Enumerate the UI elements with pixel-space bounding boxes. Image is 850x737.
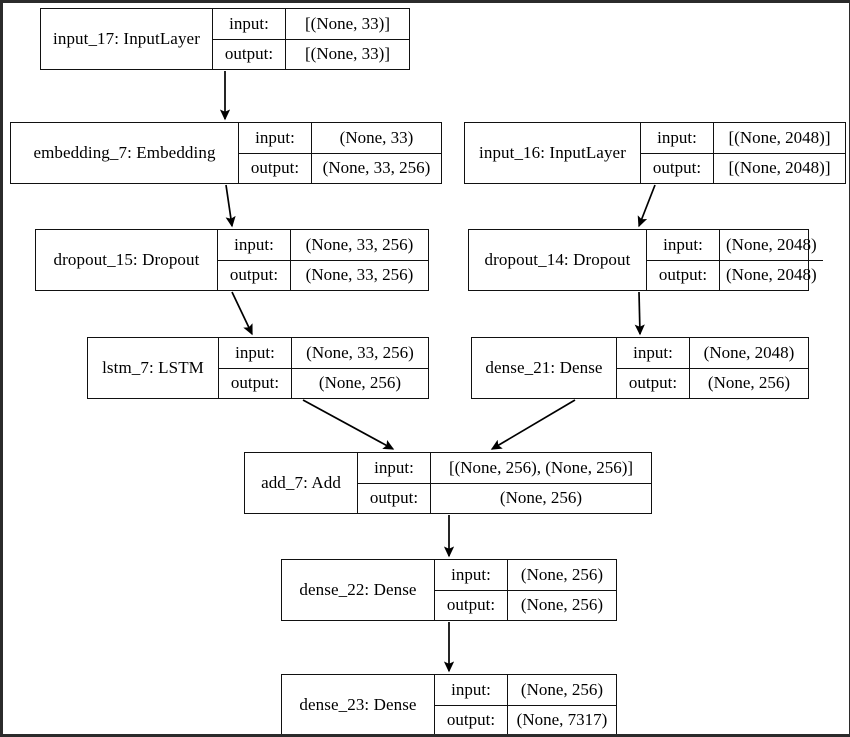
input-shape-value: (None, 256): [520, 679, 604, 699]
layer-node-io: input: (None, 2048) output: (None, 2048): [647, 230, 823, 290]
layer-node-io: input: [(None, 2048)] output: [(None, 2048)…: [641, 123, 845, 183]
layer-node-input-row: input: (None, 256): [435, 675, 616, 706]
input-label: input:: [218, 230, 291, 260]
output-shape-value: [(None, 33)]: [305, 44, 390, 64]
input-label: input:: [617, 338, 690, 368]
layer-node-label: input_17: InputLayer: [41, 9, 213, 69]
layer-node-output-row: output: (None, 256): [617, 368, 808, 398]
layer-node-label: dense_23: Dense: [282, 675, 435, 734]
output-shape-value: (None, 256): [318, 373, 402, 393]
layer-node-output-row: output: (None, 256): [435, 590, 616, 620]
output-label: output:: [219, 368, 292, 398]
input-shape-value: (None, 2048): [703, 342, 795, 362]
input-label: input:: [647, 230, 720, 260]
layer-node-io: input: (None, 33, 256) output: (None, 33, 2…: [218, 230, 428, 290]
layer-node-input-row: input: [(None, 33)]: [213, 9, 409, 40]
layer-node-label: dense_21: Dense: [472, 338, 617, 398]
layer-node-input-row: input: (None, 33, 256): [218, 230, 428, 261]
layer-node-label: embedding_7: Embedding: [11, 123, 239, 183]
input-label: input:: [239, 123, 312, 153]
edge-dropout_15-to-lstm_7: [231, 291, 253, 336]
input-shape-value: [(None, 2048)]: [728, 127, 831, 147]
output-shape-value: (None, 256): [707, 373, 791, 393]
layer-node-input-row: input: [(None, 2048)]: [641, 123, 845, 154]
output-shape-value: (None, 256): [499, 488, 583, 508]
layer-node-input-row: input: [(None, 256), (None, 256)]: [358, 453, 651, 484]
layer-node-output-row: output: (None, 2048): [647, 260, 823, 290]
output-label: output:: [213, 39, 286, 69]
output-shape-value: (None, 33, 256): [305, 265, 414, 285]
layer-node-output-row: output: (None, 33, 256): [218, 260, 428, 290]
output-label: output:: [239, 153, 312, 183]
input-label: input:: [219, 338, 292, 368]
output-shape-value: (None, 7317): [516, 710, 608, 730]
layer-node-output-row: output: (None, 256): [358, 483, 651, 513]
edge-dropout_14-to-dense_21: [634, 291, 645, 336]
output-label: output:: [435, 705, 508, 734]
output-shape-value: (None, 2048): [726, 265, 817, 285]
layer-node-input-row: input: (None, 256): [435, 560, 616, 591]
layer-node-io: input: [(None, 33)] output: [(None, 33)]: [213, 9, 409, 69]
input-shape-value: [(None, 256), (None, 256)]: [448, 457, 634, 477]
input-label: input:: [435, 560, 508, 590]
output-label: output:: [641, 153, 714, 183]
layer-node-input-row: input: (None, 2048): [617, 338, 808, 369]
edge-input_16-to-dropout_14: [637, 184, 656, 228]
layer-node-io: input: (None, 33) output: (None, 33, 256): [239, 123, 441, 183]
output-label: output:: [435, 590, 508, 620]
layer-node-output-row: output: (None, 256): [219, 368, 428, 398]
edge-embedding_7-to-dropout_15: [225, 184, 236, 228]
layer-node-label: dense_22: Dense: [282, 560, 435, 620]
layer-node-input-row: input: (None, 33): [239, 123, 441, 154]
input-shape-value: (None, 256): [520, 564, 604, 584]
layer-node-label: dropout_15: Dropout: [36, 230, 218, 290]
output-shape-value: [(None, 2048)]: [728, 158, 831, 178]
layer-node-io: input: (None, 256) output: (None, 256): [435, 560, 616, 620]
layer-node-label: add_7: Add: [245, 453, 358, 513]
input-label: input:: [358, 453, 431, 483]
layer-node-label: dropout_14: Dropout: [469, 230, 647, 290]
layer-node-output-row: output: (None, 33, 256): [239, 153, 441, 183]
output-label: output:: [617, 368, 690, 398]
layer-node-io: input: (None, 256) output: (None, 7317): [435, 675, 616, 734]
input-label: input:: [641, 123, 714, 153]
layer-node-output-row: output: (None, 7317): [435, 705, 616, 734]
layer-node-output-row: output: [(None, 33)]: [213, 39, 409, 69]
layer-node-input-row: input: (None, 33, 256): [219, 338, 428, 369]
layer-node-io: input: (None, 33, 256) output: (None, 256): [219, 338, 428, 398]
output-shape-value: (None, 256): [520, 595, 604, 615]
output-label: output:: [358, 483, 431, 513]
input-shape-value: (None, 33, 256): [306, 342, 414, 362]
input-shape-value: (None, 33): [339, 127, 414, 147]
output-shape-value: (None, 33, 256): [322, 158, 431, 178]
layer-node-input-row: input: (None, 2048): [647, 230, 823, 261]
edge-dense_21-to-add_7: [490, 399, 576, 450]
layer-node-io: input: [(None, 256), (None, 256)] output: (…: [358, 453, 651, 513]
layer-node-output-row: output: [(None, 2048)]: [641, 153, 845, 183]
layer-node-label: input_16: InputLayer: [465, 123, 641, 183]
output-label: output:: [647, 260, 720, 290]
input-shape-value: (None, 33, 256): [305, 234, 414, 254]
input-label: input:: [435, 675, 508, 705]
input-label: input:: [213, 9, 286, 39]
input-shape-value: [(None, 33)]: [305, 13, 390, 33]
layer-node-label: lstm_7: LSTM: [88, 338, 219, 398]
edge-lstm_7-to-add_7: [302, 399, 395, 450]
output-label: output:: [218, 260, 291, 290]
layer-node-io: input: (None, 2048) output: (None, 256): [617, 338, 808, 398]
input-shape-value: (None, 2048): [726, 234, 817, 254]
